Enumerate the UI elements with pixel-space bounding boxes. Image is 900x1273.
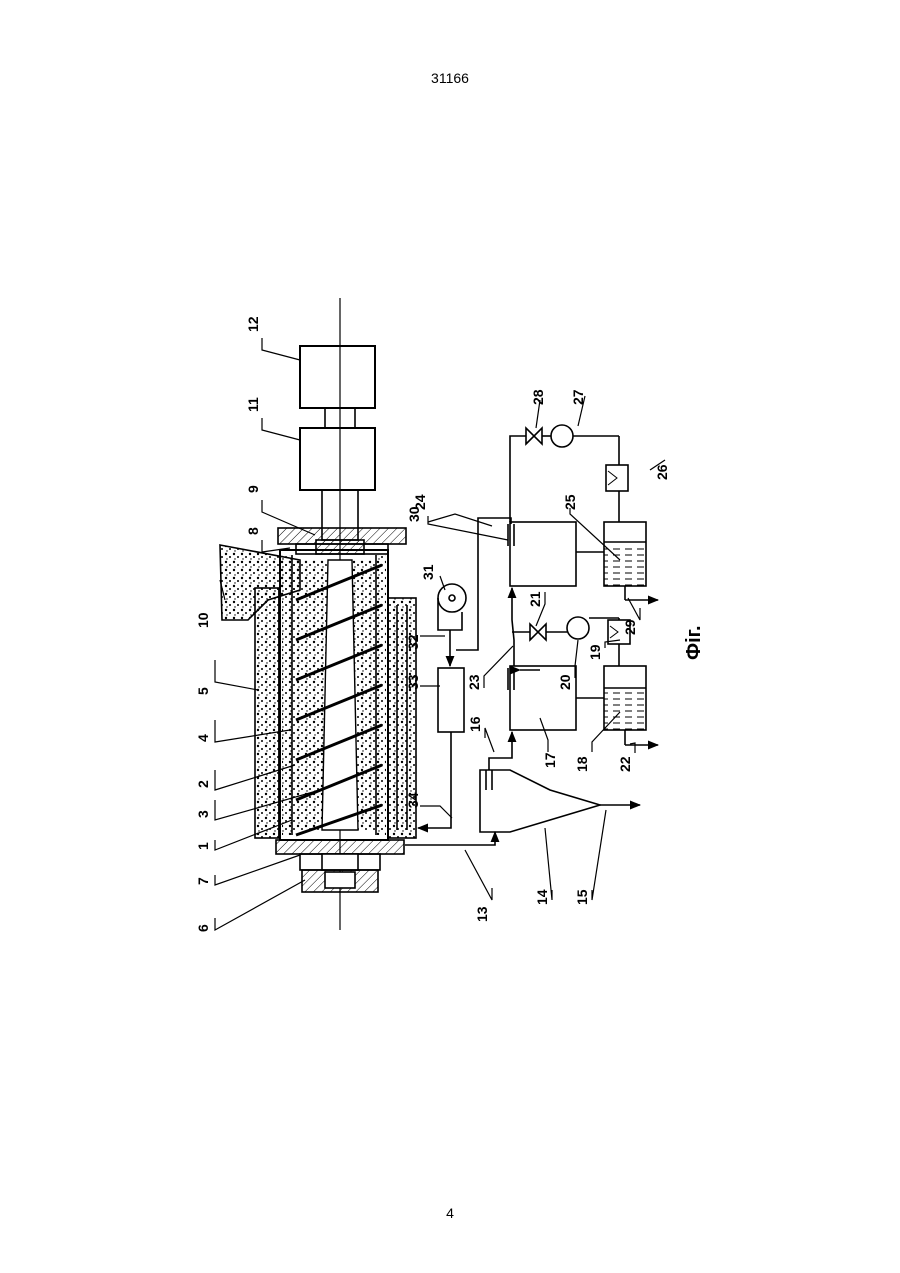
label-12: 12 xyxy=(245,316,261,332)
bottom-flange xyxy=(276,840,404,854)
label-31: 31 xyxy=(420,564,436,580)
label-3: 3 xyxy=(195,810,211,818)
label-2: 2 xyxy=(195,780,211,788)
label-19: 19 xyxy=(587,644,603,660)
label-25: 25 xyxy=(562,494,578,510)
label-18: 18 xyxy=(574,756,590,772)
label-20: 20 xyxy=(557,674,573,690)
figure-caption: Фіг. xyxy=(683,625,705,660)
label-10: 10 xyxy=(195,612,211,628)
label-8: 8 xyxy=(245,527,261,535)
label-32: 32 xyxy=(405,634,421,650)
label-21: 21 xyxy=(527,591,543,607)
label-23: 23 xyxy=(466,674,482,690)
label-15: 15 xyxy=(574,889,590,905)
line-13 xyxy=(405,832,495,845)
valve-28 xyxy=(526,428,542,444)
pump-27 xyxy=(551,425,573,447)
label-9: 9 xyxy=(245,485,261,493)
label-13: 13 xyxy=(474,906,490,922)
label-29: 29 xyxy=(622,619,638,635)
label-30: 30 xyxy=(406,506,422,522)
label-4: 4 xyxy=(195,734,211,742)
valve-21 xyxy=(530,624,546,640)
label-5: 5 xyxy=(195,687,211,695)
label-6: 6 xyxy=(195,924,211,932)
label-27: 27 xyxy=(570,389,586,405)
label-17: 17 xyxy=(542,752,558,768)
label-33: 33 xyxy=(405,674,421,690)
mixer-33 xyxy=(438,668,464,732)
label-1: 1 xyxy=(195,842,211,850)
label-28: 28 xyxy=(530,389,546,405)
cyclone xyxy=(480,770,600,832)
label-11: 11 xyxy=(245,397,261,412)
fan-31 xyxy=(438,584,466,612)
pump-20 xyxy=(567,617,589,639)
page-number: 4 xyxy=(0,1205,900,1221)
screw-cone xyxy=(322,560,358,830)
motor-block xyxy=(300,346,375,408)
label-14: 14 xyxy=(534,889,550,905)
label-34: 34 xyxy=(405,792,421,808)
gearbox-block xyxy=(300,428,375,490)
label-16: 16 xyxy=(467,716,483,732)
label-22: 22 xyxy=(617,756,633,772)
label-26: 26 xyxy=(654,464,670,480)
condenser-24 xyxy=(510,522,576,586)
outer-housing xyxy=(255,588,279,838)
label-7: 7 xyxy=(195,877,211,885)
